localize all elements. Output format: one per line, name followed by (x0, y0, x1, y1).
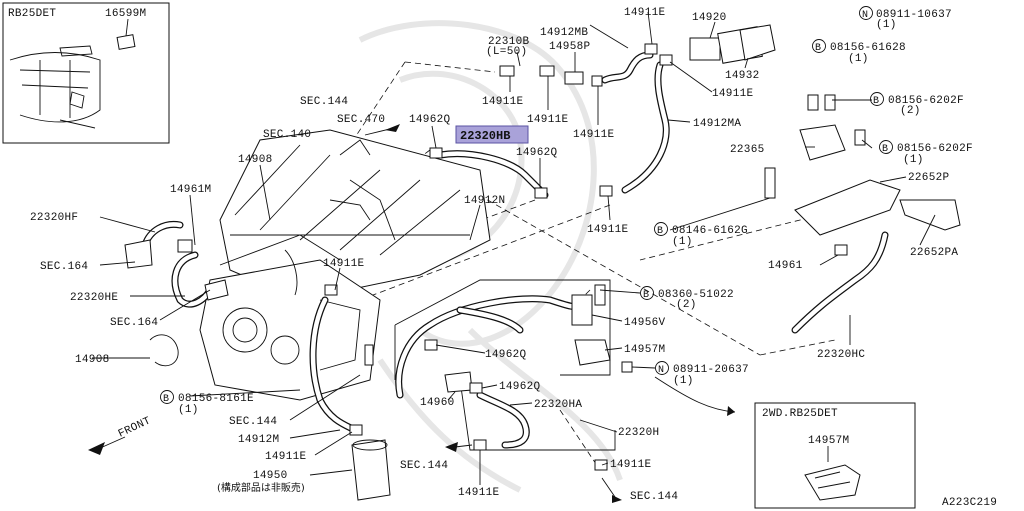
part-label-14958P[interactable]: 14958P (549, 41, 591, 53)
part-label-14950[interactable]: 14950 (253, 470, 288, 482)
section-ref-sec144-b[interactable]: SEC.144 (229, 416, 277, 428)
inset-rb25det: RB25DET 16599M (2, 2, 170, 144)
qty-08911-20637: (1) (673, 375, 694, 387)
part-label-14957M[interactable]: 14957M (624, 344, 665, 356)
part-label-22320HE[interactable]: 22320HE (70, 292, 118, 304)
qty-08911-10637: (1) (876, 19, 897, 31)
part-label-14912MB[interactable]: 14912MB (540, 27, 588, 39)
qty-08156-6202F-a: (2) (900, 105, 921, 117)
part-label-14932[interactable]: 14932 (725, 70, 760, 82)
part-label-14911E-g[interactable]: 14911E (323, 258, 365, 270)
section-ref-sec144-a[interactable]: SEC.144 (300, 96, 348, 108)
part-label-14920[interactable]: 14920 (692, 12, 727, 24)
direction-arrows (88, 124, 736, 503)
part-label-14911E-e[interactable]: 14911E (573, 129, 615, 141)
part-label-14911E-b[interactable]: 14911E (482, 96, 524, 108)
part-label-08156-6202F-a[interactable]: 08156-6202F (888, 95, 964, 107)
qty-08156-61628: (1) (848, 53, 869, 65)
part-label-14911E-c[interactable]: 14911E (527, 114, 569, 126)
part-label-08360-51022[interactable]: 08360-51022 (658, 289, 734, 301)
part-label-14961[interactable]: 14961 (768, 260, 803, 272)
svg-text:B: B (882, 144, 888, 155)
part-labels: 22310B (L=50) 14912MB 14958P 14911E 1492… (30, 6, 973, 503)
svg-text:B: B (643, 290, 649, 301)
part-label-08911-20637[interactable]: 08911-20637 (673, 364, 749, 376)
svg-text:B: B (657, 226, 663, 237)
part-label-14912N[interactable]: 14912N (464, 195, 505, 207)
part-label-14911E-a[interactable]: 14911E (624, 7, 666, 19)
part-label-14960[interactable]: 14960 (420, 397, 455, 409)
arrow-sec144-d-icon (612, 495, 622, 503)
part-label-22320HF[interactable]: 22320HF (30, 212, 78, 224)
part-note-14950: (構成部品は非販売) (217, 481, 305, 494)
part-label-14911E-i[interactable]: 14911E (610, 459, 652, 471)
part-label-08911-10637[interactable]: 08911-10637 (876, 9, 952, 21)
part-label-16599M[interactable]: 16599M (105, 8, 146, 20)
part-label-08146-6162G[interactable]: 08146-6162G (672, 225, 748, 237)
part-label-14912M[interactable]: 14912M (238, 434, 279, 446)
part-label-22320HB-highlighted[interactable]: 22320HB (460, 129, 510, 143)
part-label-14962Q-a[interactable]: 14962Q (409, 114, 451, 126)
qty-08146-6162G: (1) (672, 236, 693, 248)
part-label-22652P[interactable]: 22652P (908, 172, 950, 184)
part-label-14908-a[interactable]: 14908 (238, 154, 273, 166)
qty-08156-8161E: (1) (178, 404, 199, 416)
inset-2wd-rb25det: 2WD.RB25DET 14957M (754, 402, 916, 509)
svg-text:B: B (163, 394, 169, 405)
svg-text:B: B (815, 43, 821, 54)
qty-08360-51022: (2) (676, 299, 697, 311)
part-label-14908-b[interactable]: 14908 (75, 354, 110, 366)
part-label-14962Q-d[interactable]: 14962Q (499, 381, 541, 393)
arrow-sec144-c-icon (445, 442, 458, 452)
front-label: FRONT (117, 415, 153, 441)
qty-08156-6202F-b: (1) (903, 154, 924, 166)
front-arrow-icon (88, 442, 105, 455)
part-label-22365[interactable]: 22365 (730, 144, 765, 156)
section-ref-sec470[interactable]: SEC.470 (337, 114, 385, 126)
symbol-n: N (862, 10, 868, 21)
inset-2wd-title: 2WD.RB25DET (762, 408, 838, 420)
inset-title: RB25DET (8, 8, 56, 20)
section-ref-sec164-b[interactable]: SEC.164 (110, 317, 158, 329)
part-label-14911E-f[interactable]: 14911E (587, 224, 629, 236)
section-ref-sec164-a[interactable]: SEC.164 (40, 261, 88, 273)
diagram-id: A223C219 (942, 497, 997, 509)
section-ref-sec144-c[interactable]: SEC.144 (400, 460, 448, 472)
part-label-22652PA[interactable]: 22652PA (910, 247, 958, 259)
arrow-to-inset-icon (727, 406, 735, 416)
part-label-14962Q-b[interactable]: 14962Q (516, 147, 558, 159)
svg-text:N: N (658, 365, 664, 376)
label-leaders (92, 11, 936, 485)
part-label-08156-8161E[interactable]: 08156-8161E (178, 393, 254, 405)
assembly-outlines (394, 279, 616, 451)
part-label-14911E-j[interactable]: 14911E (458, 487, 500, 499)
part-label-08156-6202F-b[interactable]: 08156-6202F (897, 143, 973, 155)
svg-text:B: B (873, 96, 879, 107)
part-label-22320HC[interactable]: 22320HC (817, 349, 865, 361)
symbol-n-icon (859, 6, 873, 20)
part-label-14912MA[interactable]: 14912MA (693, 118, 741, 130)
part-label-22310B[interactable]: 22310B (488, 36, 530, 48)
part-label-22310B-length: (L=50) (486, 46, 527, 58)
symbol-b-icon (812, 39, 826, 53)
part-label-14961M[interactable]: 14961M (170, 184, 211, 196)
part-label-22320HA[interactable]: 22320HA (534, 399, 582, 411)
part-label-14911E-h[interactable]: 14911E (265, 451, 307, 463)
inset-part-label-14957M[interactable]: 14957M (808, 435, 849, 447)
part-label-14911E-d[interactable]: 14911E (712, 88, 754, 100)
part-label-14956V[interactable]: 14956V (624, 317, 666, 329)
part-label-14962Q-c[interactable]: 14962Q (485, 349, 527, 361)
part-label-08156-61628[interactable]: 08156-61628 (830, 42, 906, 54)
section-ref-sec144-d[interactable]: SEC.144 (630, 491, 678, 503)
highlight-box (455, 125, 529, 144)
part-label-22320H[interactable]: 22320H (618, 427, 659, 439)
section-ref-sec140[interactable]: SEC.140 (263, 129, 311, 141)
parts-small (124, 24, 961, 501)
